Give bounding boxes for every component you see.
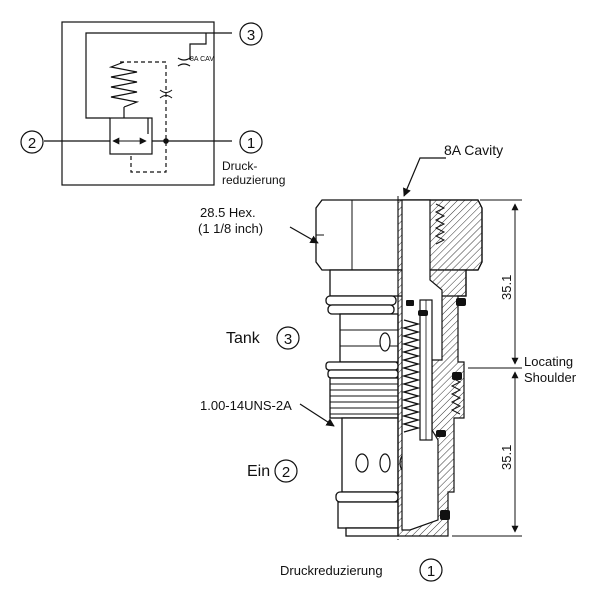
dashed-pilot xyxy=(120,61,167,173)
pilot-line xyxy=(85,32,232,119)
tank-port-number: 3 xyxy=(284,331,292,348)
bottom-label: Druckreduzierung xyxy=(280,563,383,578)
schematic xyxy=(44,21,232,186)
tank-label: Tank xyxy=(226,330,261,347)
bottom-port-number: 1 xyxy=(427,563,435,580)
ein-label: Ein xyxy=(247,463,270,480)
dimension-lines xyxy=(452,199,522,537)
shoulder-label-1: Locating xyxy=(524,354,573,369)
spring-symbol xyxy=(108,61,140,108)
hex-size-inch: (1 1/8 inch) xyxy=(198,221,263,236)
cavity-label: 8A Cavity xyxy=(444,142,503,158)
shoulder-label-2: Shoulder xyxy=(524,370,577,385)
valve-box xyxy=(109,117,153,155)
caption-line-1: Druck- xyxy=(222,159,257,173)
schematic-frame xyxy=(61,21,215,186)
port-3-number: 3 xyxy=(247,27,255,44)
seals xyxy=(406,298,466,520)
ein-port-number: 2 xyxy=(282,464,290,481)
dimension-upper: 35.1 xyxy=(499,275,514,300)
cav-label: 8A CAV xyxy=(190,56,214,63)
thread-spec-label: 1.00-14UNS-2A xyxy=(200,398,292,413)
port-1-number: 1 xyxy=(247,135,255,152)
caption-line-2: reduzierung xyxy=(222,173,285,187)
dimension-lower: 35.1 xyxy=(499,445,514,470)
section-view xyxy=(397,199,483,537)
hex-size-label: 28.5 Hex. xyxy=(200,205,256,220)
port-2-number: 2 xyxy=(28,135,36,152)
